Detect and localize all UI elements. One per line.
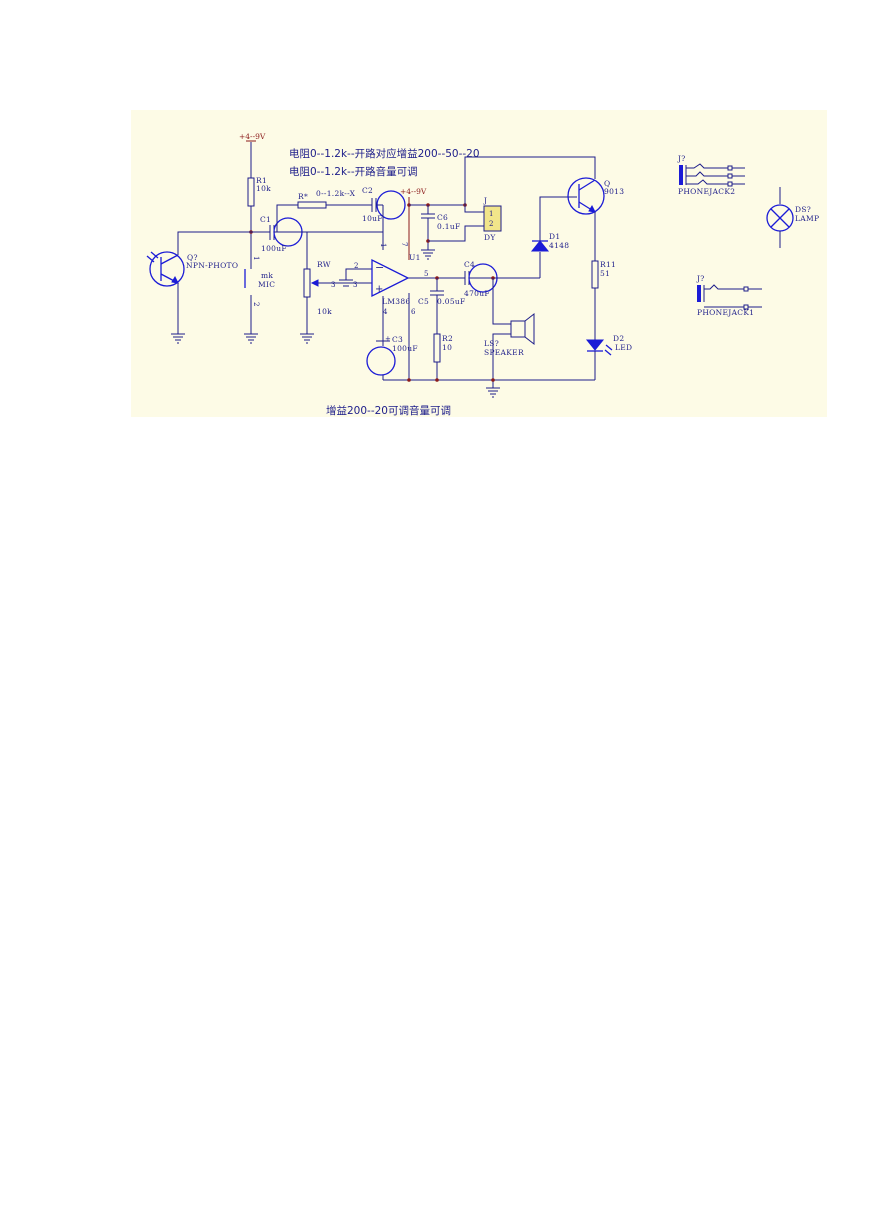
note-gain-resistor: 电阻0--1.2k--开路对应增益200--50--20 <box>289 147 480 160</box>
svg-text:DY: DY <box>484 233 496 242</box>
svg-text:LS?: LS? <box>484 339 499 348</box>
note-volume-resistor: 电阻0--1.2k--开路音量可调 <box>289 165 418 178</box>
svg-text:5: 5 <box>424 270 428 278</box>
svg-text:DS?: DS? <box>795 205 811 214</box>
ground-q7 <box>171 333 185 344</box>
svg-text:100uF: 100uF <box>261 244 287 253</box>
svg-text:470uF: 470uF <box>464 289 490 298</box>
phototransistor-q7: Q? NPN-PHOTO <box>146 251 238 287</box>
svg-text:D1: D1 <box>549 232 560 241</box>
svg-text:−: − <box>375 261 385 274</box>
svg-text:Q: Q <box>604 179 610 188</box>
svg-text:R1: R1 <box>256 176 267 185</box>
svg-text:PHONEJACK1: PHONEJACK1 <box>697 308 754 317</box>
ground-rw <box>300 333 314 344</box>
ground-mic <box>244 333 258 344</box>
svg-text:C3: C3 <box>392 335 403 344</box>
svg-text:+4--9V: +4--9V <box>239 132 266 141</box>
svg-text:0.1uF: 0.1uF <box>437 222 460 231</box>
ground-c6 <box>421 249 435 260</box>
svg-text:U1: U1 <box>409 253 421 262</box>
schematic-sheet <box>131 110 827 417</box>
svg-text:NPN-PHOTO: NPN-PHOTO <box>186 261 238 270</box>
svg-text:0--1.2k--X: 0--1.2k--X <box>316 189 356 198</box>
svg-text:1: 1 <box>252 256 260 260</box>
svg-text:2: 2 <box>252 302 260 306</box>
svg-text:+: + <box>375 284 384 295</box>
svg-text:SPEAKER: SPEAKER <box>484 348 524 357</box>
svg-text:R*: R* <box>298 192 308 201</box>
svg-text:LED: LED <box>615 343 632 352</box>
svg-text:MIC: MIC <box>258 280 275 289</box>
svg-text:mk: mk <box>261 271 273 280</box>
connector-j-dy: J 1 2 DY <box>483 196 502 242</box>
svg-text:+4--9V: +4--9V <box>400 187 427 196</box>
transistor-q-9013: Q 9013 <box>567 177 624 215</box>
svg-text:0.05uF: 0.05uF <box>437 297 466 306</box>
phonejack1: J? PHONEJACK1 <box>696 274 762 317</box>
svg-text:6: 6 <box>411 308 416 316</box>
svg-text:C6: C6 <box>437 213 448 222</box>
svg-text:51: 51 <box>600 269 610 278</box>
svg-text:C1: C1 <box>260 215 271 224</box>
svg-text:1: 1 <box>379 243 387 247</box>
power-supply-top: +4--9V <box>400 187 427 196</box>
lamp-ds: DS? LAMP <box>766 187 819 248</box>
svg-text:+: + <box>385 335 391 343</box>
svg-text:9013: 9013 <box>604 187 624 196</box>
ground-pin2 <box>339 279 353 287</box>
svg-text:3: 3 <box>331 281 335 289</box>
svg-text:RW: RW <box>317 260 331 269</box>
svg-text:10k: 10k <box>256 184 271 193</box>
svg-text:4: 4 <box>383 308 388 316</box>
svg-text:LM386: LM386 <box>382 297 410 306</box>
note-gain-volume: 增益200--20可调音量可调 <box>326 404 451 417</box>
svg-text:4148: 4148 <box>549 241 569 250</box>
svg-text:D2: D2 <box>613 334 624 343</box>
svg-text:C4: C4 <box>464 260 475 269</box>
svg-text:C2: C2 <box>362 186 373 195</box>
svg-text:10: 10 <box>442 343 452 352</box>
svg-text:J?: J? <box>677 154 686 163</box>
svg-text:10k: 10k <box>317 307 332 316</box>
speaker-ls: LS? SPEAKER <box>484 312 535 357</box>
svg-text:3: 3 <box>353 281 357 289</box>
capacitor-c3: C3 100uF + <box>366 335 418 376</box>
svg-text:2: 2 <box>489 220 493 228</box>
svg-text:R11: R11 <box>600 260 616 269</box>
svg-text:1: 1 <box>489 210 493 218</box>
svg-text:Q?: Q? <box>187 253 198 262</box>
svg-text:R2: R2 <box>442 334 453 343</box>
svg-text:7: 7 <box>400 242 408 246</box>
svg-text:J: J <box>483 196 487 205</box>
svg-text:J?: J? <box>696 274 705 283</box>
amplifier-lm386: − + 2 3 3 5 U1 LM386 4 6 <box>331 253 428 316</box>
svg-text:100uF: 100uF <box>392 344 418 353</box>
svg-text:10uF: 10uF <box>362 214 383 223</box>
svg-text:2: 2 <box>354 262 358 270</box>
svg-text:C5: C5 <box>418 297 429 306</box>
phonejack2: J? PHONEJACK2 <box>677 154 745 196</box>
ground-main <box>486 387 500 398</box>
microphone-mic: 1 mk MIC 2 <box>244 256 275 306</box>
svg-text:PHONEJACK2: PHONEJACK2 <box>678 187 735 196</box>
svg-text:LAMP: LAMP <box>795 214 819 223</box>
